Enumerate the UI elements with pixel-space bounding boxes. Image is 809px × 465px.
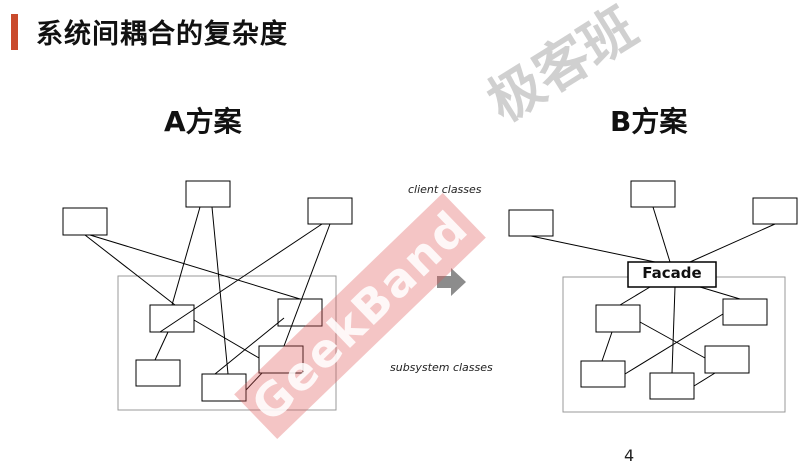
- link-b-facade: [619, 286, 651, 306]
- link-a: [211, 206, 229, 375]
- title-accent-bar: [11, 14, 18, 50]
- scheme-a-heading: A方案: [164, 105, 242, 138]
- link-b-internal: [693, 372, 716, 387]
- client-classes-label: client classes: [408, 183, 482, 196]
- client-box-b1: [508, 209, 554, 237]
- client-box-a2: [185, 180, 231, 208]
- subsystem-box-b1: [595, 304, 641, 333]
- link-b-facade: [671, 286, 676, 374]
- facade-box: [627, 261, 717, 288]
- subsystem-box-b3: [580, 360, 626, 388]
- client-box-b2: [630, 180, 676, 208]
- page-number: 4: [624, 446, 635, 465]
- link-b-client: [530, 235, 656, 263]
- link-a: [193, 319, 260, 359]
- subsystem-box-b5: [649, 372, 695, 400]
- client-box-a3: [307, 197, 353, 225]
- link-a: [283, 223, 331, 347]
- link-a: [154, 331, 169, 361]
- link-a: [89, 234, 301, 300]
- subsystem-classes-label: subsystem classes: [390, 361, 493, 374]
- slide-title: 系统间耦合的复杂度: [36, 19, 288, 50]
- scheme-b-heading: B方案: [610, 105, 688, 138]
- link-a: [214, 317, 285, 375]
- link-b-internal: [624, 313, 724, 375]
- link-a: [159, 223, 323, 333]
- client-box-b3: [752, 197, 798, 225]
- link-b-client: [689, 223, 776, 263]
- link-a: [245, 372, 263, 391]
- link-b-client: [652, 206, 671, 263]
- link-a: [84, 234, 176, 306]
- client-box-a1: [62, 207, 108, 236]
- right-arrow-icon: [437, 268, 466, 296]
- subsystem-box-b2: [722, 298, 768, 326]
- link-b-facade: [699, 286, 741, 300]
- subsystem-box-a3: [135, 359, 181, 387]
- subsystem-box-a5: [201, 373, 247, 402]
- link-b-internal: [601, 331, 613, 362]
- subsystem-box-a4: [258, 345, 304, 374]
- facade-label: Facade: [642, 264, 702, 282]
- subsystem-box-a1: [149, 304, 195, 333]
- subsystem-box-b4: [704, 345, 750, 374]
- link-a: [171, 206, 201, 306]
- subsystem-container-a: [117, 275, 337, 411]
- link-b-internal: [639, 321, 706, 359]
